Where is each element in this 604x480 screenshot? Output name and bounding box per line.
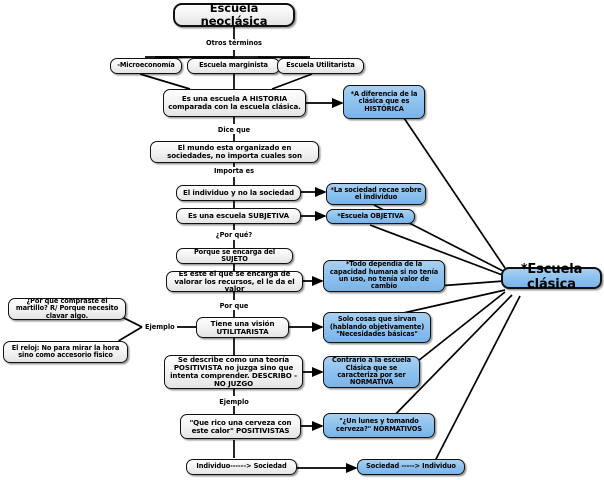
node-historica-blue[interactable]: *A diferencia de la clásica que es HISTÓ… xyxy=(343,85,425,119)
node-valorar-recursos-label: Es este el que se encarga de valorar los… xyxy=(174,268,295,294)
edge-label-importa-es: Importa es xyxy=(211,167,257,175)
node-vision-utilitarista-label: Tiene una visión UTILITARISTA xyxy=(210,318,275,336)
node-sociedad-individuo-label: Sociedad -----> Individuo xyxy=(366,462,456,471)
node-escuela-utilitarista[interactable]: Escuela Utilitarista xyxy=(277,58,364,74)
node-sociedad-recae-label: *La sociedad recae sobre el individuo xyxy=(330,185,422,201)
node-a-historica[interactable]: Es una escuela A HISTORIA comparada con … xyxy=(163,89,306,117)
node-ejemplo-martillo-label: ¿Por que compraste el martillo? R/ Porqu… xyxy=(15,296,119,320)
node-cerveza-positivistas-label: "Que rico una cerveza con este calor" PO… xyxy=(189,417,292,435)
edge-label-ejemplo-2: Ejemplo xyxy=(217,398,251,406)
node-ejemplo-reloj-label: El reloj: No para mirar la hora sino com… xyxy=(11,343,120,359)
node-escuela-marginista-label: Escuela marginista xyxy=(199,61,268,70)
node-mundo-sociedades-label: El mundo esta organizado en sociedades, … xyxy=(167,143,302,160)
node-escuela-objetiva-label: *Escuela OBJETIVA xyxy=(337,211,404,220)
node-valorar-recursos[interactable]: Es este el que se encarga de valorar los… xyxy=(166,268,303,294)
node-vision-utilitarista[interactable]: Tiene una visión UTILITARISTA xyxy=(196,317,289,338)
node-contrario-normativa-label: Contrario a la escuela Clásica que se ca… xyxy=(332,356,411,387)
edge-label-ejemplo-1: Ejemplo xyxy=(143,323,177,331)
node-ejemplo-martillo[interactable]: ¿Por que compraste el martillo? R/ Porqu… xyxy=(8,296,126,320)
node-escuela-subjetiva-label: Es una escuela SUBJETIVA xyxy=(187,211,290,221)
node-capacidad-humana-label: *Todo dependía de la capacidad humana si… xyxy=(329,260,439,291)
node-solo-cosas-sirvan-label: Solo cosas que sirvan (hablando objetiva… xyxy=(329,315,425,339)
node-microeconomia[interactable]: -Microeconomía xyxy=(110,58,182,74)
node-individuo-no-sociedad-label: El individuo y no la sociedad xyxy=(182,188,295,198)
node-cerveza-positivistas[interactable]: "Que rico una cerveza con este calor" PO… xyxy=(180,414,301,439)
node-porque-sujeto[interactable]: Porque se encarga del SUJETO xyxy=(176,248,293,264)
node-root[interactable]: Escuela neoclásica xyxy=(173,1,295,28)
node-mundo-sociedades[interactable]: El mundo esta organizado en sociedades, … xyxy=(150,141,319,163)
node-individuo-sociedad-label: Individuo------> Sociedad xyxy=(196,462,287,471)
node-historica-blue-label: *A diferencia de la clásica que es HISTÓ… xyxy=(350,89,418,113)
node-lunes-normativos[interactable]: "¿Un lunes y tomando cerveza?" NORMATIVO… xyxy=(323,413,435,438)
node-escuela-objetiva[interactable]: *Escuela OBJETIVA xyxy=(326,209,415,224)
node-contrario-normativa[interactable]: Contrario a la escuela Clásica que se ca… xyxy=(323,356,420,388)
node-ejemplo-reloj[interactable]: El reloj: No para mirar la hora sino com… xyxy=(3,341,128,363)
node-capacidad-humana[interactable]: *Todo dependía de la capacidad humana si… xyxy=(323,260,445,292)
node-teoria-positivista-label: Se describe como una teoría POSITIVISTA … xyxy=(170,355,297,388)
node-individuo-no-sociedad[interactable]: El individuo y no la sociedad xyxy=(176,185,301,201)
node-a-historica-label: Es una escuela A HISTORIA comparada con … xyxy=(168,94,301,111)
node-solo-cosas-sirvan[interactable]: Solo cosas que sirvan (hablando objetiva… xyxy=(323,312,431,343)
edge-label-por-que: Por que xyxy=(217,302,251,310)
node-lunes-normativos-label: "¿Un lunes y tomando cerveza?" NORMATIVO… xyxy=(336,417,422,433)
node-individuo-sociedad[interactable]: Individuo------> Sociedad xyxy=(186,459,297,475)
node-escuela-marginista[interactable]: Escuela marginista xyxy=(187,58,280,74)
node-porque-sujeto-label: Porque se encarga del SUJETO xyxy=(193,247,276,263)
node-teoria-positivista[interactable]: Se describe como una teoría POSITIVISTA … xyxy=(164,355,303,389)
node-microeconomia-label: -Microeconomía xyxy=(117,61,175,70)
node-sociedad-individuo[interactable]: Sociedad -----> Individuo xyxy=(357,459,465,475)
node-escuela-clasica-hub-label: *Escuela clásica xyxy=(520,262,583,292)
node-escuela-subjetiva[interactable]: Es una escuela SUBJETIVA xyxy=(176,208,301,224)
edge-label-otros-terminos: Otros términos xyxy=(204,39,264,47)
edge-label-por-que-pregunta: ¿Por qué? xyxy=(213,231,255,239)
node-sociedad-recae[interactable]: *La sociedad recae sobre el individuo xyxy=(326,183,426,205)
node-escuela-clasica-hub[interactable]: *Escuela clásica xyxy=(501,263,602,292)
node-root-label: Escuela neoclásica xyxy=(200,1,268,28)
edge-label-dice-que: Dice que xyxy=(215,126,253,134)
node-escuela-utilitarista-label: Escuela Utilitarista xyxy=(286,61,355,70)
